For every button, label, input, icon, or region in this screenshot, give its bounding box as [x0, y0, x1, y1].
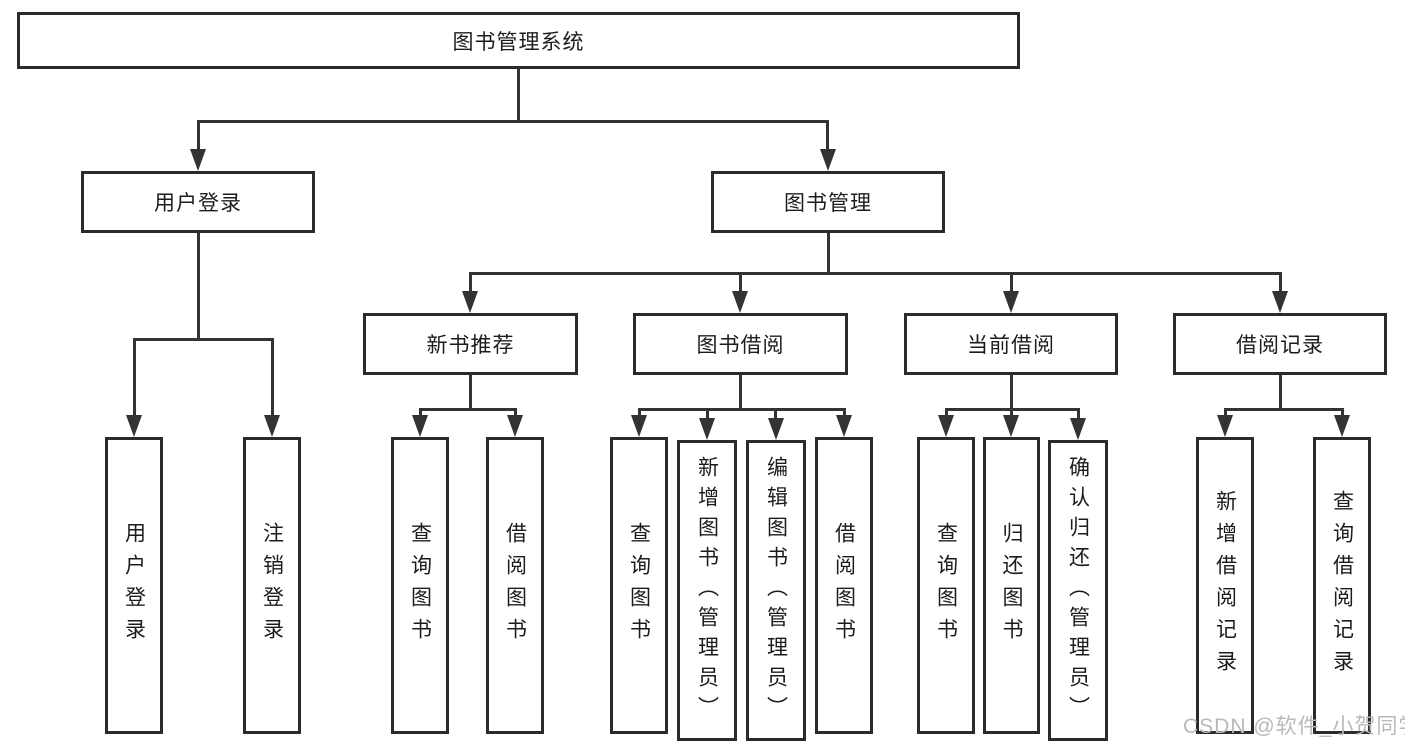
leaf-borrow-borrow-book: 借阅图书 — [815, 437, 873, 734]
leaf-newbook-query-book-label: 查询图书 — [408, 521, 432, 650]
leaf-current-query-book: 查询图书 — [917, 437, 975, 734]
arrowhead-icon — [1272, 291, 1288, 313]
leaf-current-query-book-label: 查询图书 — [934, 521, 958, 650]
connector-bb-rail — [638, 408, 846, 411]
connector-nb-rail — [419, 408, 517, 411]
connector-root-stem — [517, 69, 520, 120]
node-root: 图书管理系统 — [17, 12, 1020, 69]
connector-drop-book-management — [826, 120, 829, 150]
node-current-borrow-label: 当前借阅 — [967, 334, 1055, 357]
connector-nb-stem — [469, 375, 472, 408]
leaf-borrow-edit-book-admin: 编辑图书（管理员） — [746, 440, 806, 741]
arrowhead-icon — [507, 415, 523, 437]
arrowhead-icon — [1003, 415, 1019, 437]
node-current-borrow: 当前借阅 — [904, 313, 1118, 375]
arrowhead-icon — [412, 415, 428, 437]
leaf-borrow-add-book-admin-label: 新增图书（管理员） — [695, 455, 719, 726]
leaf-current-confirm-return-admin-label: 确认归还（管理员） — [1066, 455, 1090, 726]
node-borrow-record: 借阅记录 — [1173, 313, 1387, 375]
connector-br-stem — [1279, 375, 1282, 408]
connector-drop-current-borrow — [1010, 272, 1013, 292]
leaf-newbook-borrow-book-label: 借阅图书 — [503, 521, 527, 650]
arrowhead-icon — [1217, 415, 1233, 437]
arrowhead-icon — [732, 291, 748, 313]
connector-drop-br-query — [1341, 408, 1344, 417]
arrowhead-icon — [699, 418, 715, 440]
connector-bm-rail — [469, 272, 1282, 275]
arrowhead-icon — [820, 149, 836, 171]
leaf-borrow-add-book-admin: 新增图书（管理员） — [677, 440, 737, 741]
node-new-book-recommend: 新书推荐 — [363, 313, 578, 375]
connector-drop-br-add — [1224, 408, 1227, 417]
arrowhead-icon — [1070, 418, 1086, 440]
arrowhead-icon — [1334, 415, 1350, 437]
leaf-record-add-record-label: 新增借阅记录 — [1213, 489, 1237, 682]
leaf-record-query-record: 查询借阅记录 — [1313, 437, 1371, 734]
connector-drop-bb-add — [706, 408, 709, 420]
watermark: CSDN @软件_小贺同学 — [1183, 715, 1405, 738]
leaf-record-query-record-label: 查询借阅记录 — [1330, 489, 1354, 682]
connector-ul-stem — [197, 233, 200, 338]
connector-drop-user-login — [197, 120, 200, 150]
connector-drop-nb-query — [419, 408, 422, 417]
leaf-logout: 注销登录 — [243, 437, 301, 734]
leaf-newbook-query-book: 查询图书 — [391, 437, 449, 734]
leaf-borrow-borrow-book-label: 借阅图书 — [832, 521, 856, 650]
connector-root-rail — [197, 120, 829, 123]
leaf-user-login: 用户登录 — [105, 437, 163, 734]
arrowhead-icon — [462, 291, 478, 313]
connector-drop-bb-edit — [774, 408, 777, 420]
connector-drop-new-book — [469, 272, 472, 292]
leaf-borrow-edit-book-admin-label: 编辑图书（管理员） — [764, 455, 788, 726]
node-book-borrow-label: 图书借阅 — [696, 334, 785, 357]
connector-br-rail — [1224, 408, 1344, 411]
leaf-newbook-borrow-book: 借阅图书 — [486, 437, 544, 734]
connector-drop-leaf-logout — [271, 338, 274, 415]
connector-bb-stem — [739, 375, 742, 408]
connector-drop-cb-query — [945, 408, 948, 417]
arrowhead-icon — [190, 149, 206, 171]
arrowhead-icon — [264, 415, 280, 437]
connector-ul-rail — [133, 338, 274, 341]
leaf-current-return-book: 归还图书 — [983, 437, 1040, 734]
connector-drop-book-borrow — [739, 272, 742, 292]
leaf-record-add-record: 新增借阅记录 — [1196, 437, 1254, 734]
arrowhead-icon — [768, 418, 784, 440]
connector-drop-bb-query — [638, 408, 641, 417]
leaf-borrow-query-book: 查询图书 — [610, 437, 668, 734]
connector-drop-leaf-login — [133, 338, 136, 415]
node-user-login: 用户登录 — [81, 171, 315, 233]
arrowhead-icon — [631, 415, 647, 437]
node-book-borrow: 图书借阅 — [633, 313, 848, 375]
node-root-label: 图书管理系统 — [452, 30, 585, 54]
node-borrow-record-label: 借阅记录 — [1236, 334, 1324, 357]
arrowhead-icon — [126, 415, 142, 437]
arrowhead-icon — [836, 415, 852, 437]
node-book-management-label: 图书管理 — [784, 192, 872, 215]
leaf-logout-label: 注销登录 — [260, 521, 284, 650]
connector-drop-cb-return — [1010, 408, 1013, 417]
leaf-current-return-book-label: 归还图书 — [1000, 521, 1023, 650]
connector-bm-stem — [827, 233, 830, 272]
node-user-login-label: 用户登录 — [154, 192, 242, 215]
arrowhead-icon — [938, 415, 954, 437]
leaf-user-login-label: 用户登录 — [122, 521, 146, 650]
leaf-borrow-query-book-label: 查询图书 — [627, 521, 651, 650]
connector-cb-stem — [1010, 375, 1013, 408]
connector-drop-bb-borrow — [843, 408, 846, 417]
arrowhead-icon — [1003, 291, 1019, 313]
node-book-management: 图书管理 — [711, 171, 945, 233]
node-new-book-recommend-label: 新书推荐 — [426, 334, 515, 357]
connector-drop-cb-confirm — [1077, 408, 1080, 420]
leaf-current-confirm-return-admin: 确认归还（管理员） — [1048, 440, 1108, 741]
connector-drop-nb-borrow — [514, 408, 517, 417]
connector-drop-borrow-record — [1279, 272, 1282, 292]
